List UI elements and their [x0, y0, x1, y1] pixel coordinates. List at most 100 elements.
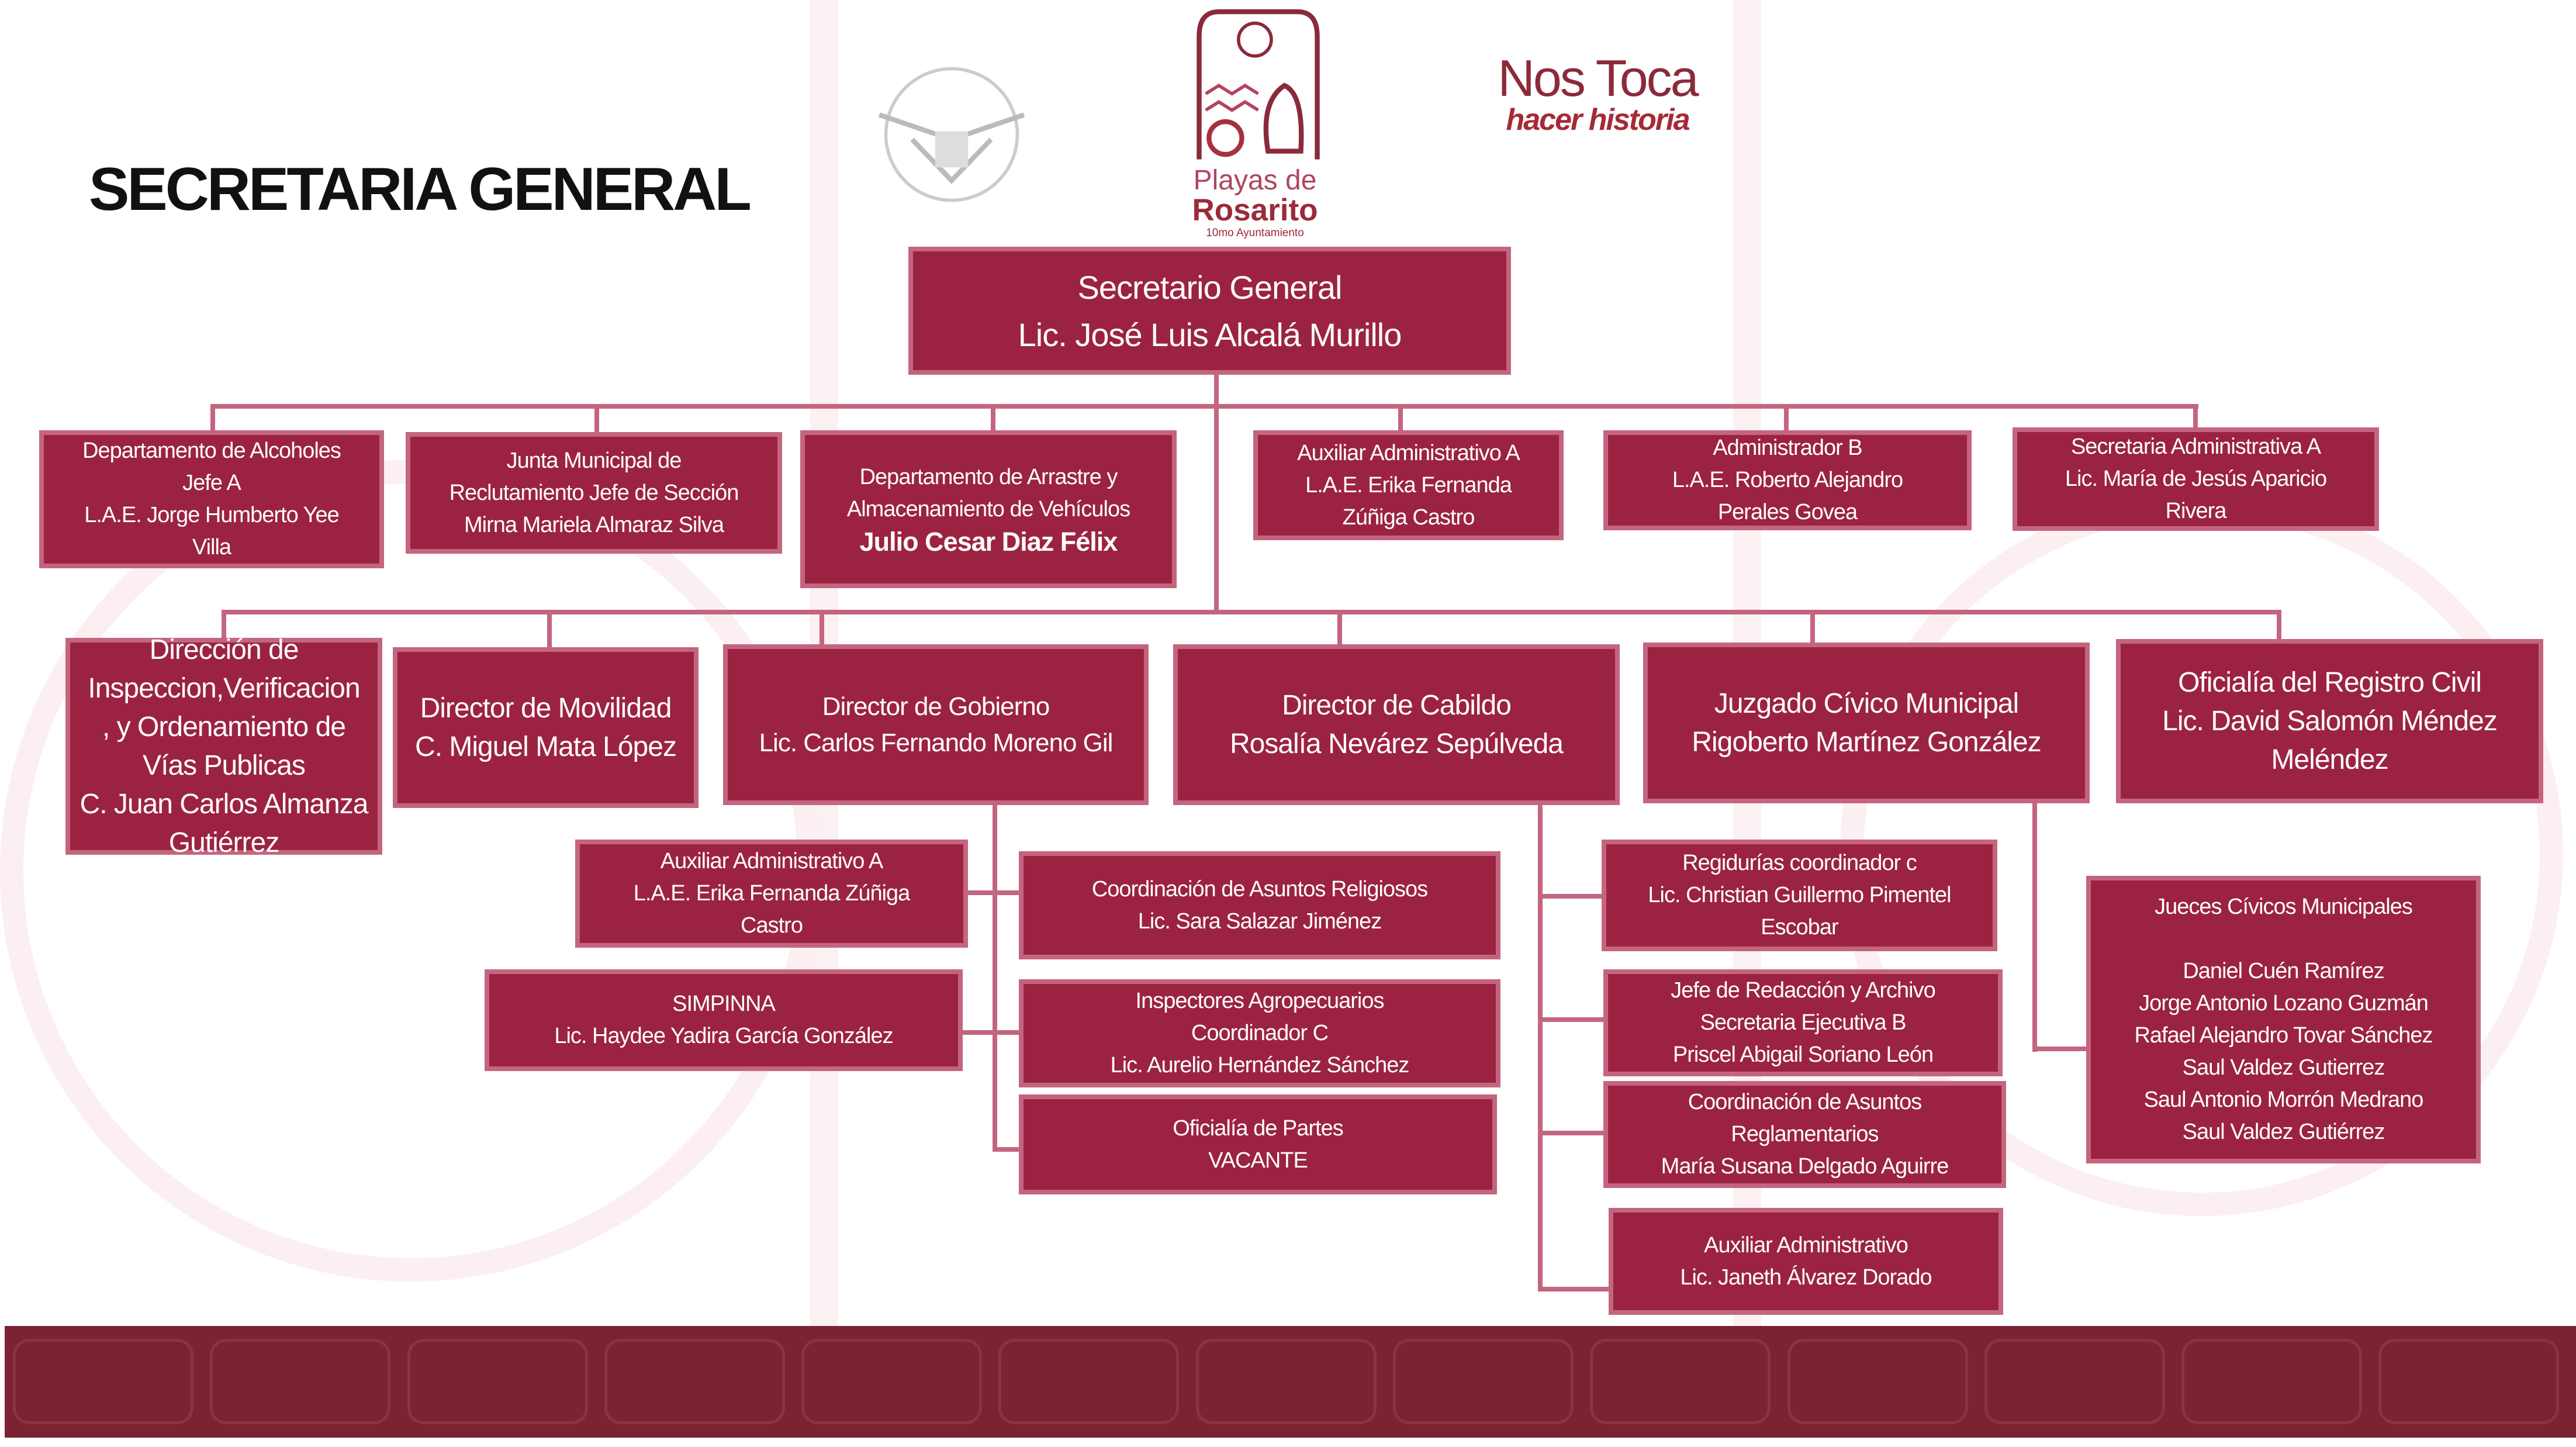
- connector-line: [1538, 1131, 1605, 1135]
- connector-line: [2032, 802, 2037, 1052]
- box-line: Juzgado Cívico Municipal: [1714, 688, 2019, 719]
- box-line: Lic. Aurelio Hernández Sánchez: [1110, 1053, 1410, 1078]
- band-pattern-tile: [1196, 1339, 1377, 1424]
- box-line: Secretario General: [1077, 268, 1342, 306]
- box-line: Castro: [741, 913, 803, 938]
- connector-line: [594, 404, 599, 432]
- box-line: Inspeccion,Verificacion: [88, 672, 360, 704]
- box-line: Rosalía Nevárez Sepúlveda: [1229, 728, 1564, 759]
- box-line: Perales Govea: [1717, 500, 1858, 524]
- box-line: Escobar: [1761, 915, 1838, 940]
- box-line: Rigoberto Martínez González: [1692, 726, 2041, 758]
- box-line: Director de Movilidad: [420, 692, 672, 724]
- box-line: Lic. Carlos Fernando Moreno Gil: [759, 728, 1114, 757]
- box-line: Coordinación de Asuntos: [1688, 1090, 1923, 1114]
- connector-line: [222, 610, 226, 640]
- band-pattern-tile: [1787, 1339, 1968, 1424]
- org-box-director-movilidad: Director de Movilidad C. Miguel Mata Lópe…: [393, 647, 699, 808]
- band-pattern-tile: [2378, 1339, 2559, 1424]
- box-line: Secretaria Administrativa A: [2070, 434, 2321, 459]
- box-line: C. Juan Carlos Almanza: [79, 788, 369, 820]
- box-line: Lic. Haydee Yadira García González: [554, 1024, 893, 1048]
- footer-band: [5, 1326, 2576, 1438]
- box-line: Secretaria Ejecutiva B: [1700, 1010, 1907, 1035]
- box-line: Jefe de Redacción y Archivo: [1671, 978, 1935, 1003]
- box-line: Villa: [192, 535, 231, 560]
- connector-line: [967, 890, 1020, 895]
- box-line: Director de Gobierno: [822, 692, 1050, 721]
- box-line: Rafael Alejandro Tovar Sánchez: [2134, 1023, 2433, 1048]
- box-line: Priscel Abigail Soriano León: [1672, 1042, 1934, 1067]
- band-pattern-tile: [407, 1339, 588, 1424]
- slogan-hacer-historia: hacer historia: [1506, 103, 1690, 137]
- box-line: Lic. Sara Salazar Jiménez: [1137, 909, 1382, 934]
- box-line: Lic. Christian Guillermo Pimentel: [1648, 883, 1951, 907]
- logo-text-ayuntamiento: 10mo Ayuntamiento: [1206, 227, 1304, 239]
- org-box-secretaria-administrativa: Secretaria Administrativa A Lic. María de…: [2013, 427, 2379, 531]
- connector-line: [210, 404, 215, 432]
- connector-line: [993, 802, 997, 1151]
- box-line: Auxiliar Administrativo A: [1297, 440, 1520, 465]
- logo-text-playas: Playas de: [1193, 165, 1317, 196]
- slogan-nos-toca: Nos Toca: [1498, 49, 1699, 107]
- box-line: L.A.E. Erika Fernanda: [1305, 472, 1512, 498]
- connector-line: [222, 610, 2281, 614]
- band-pattern-tile: [1984, 1339, 2165, 1424]
- box-line: Inspectores Agropecuarios: [1135, 989, 1385, 1013]
- connector-line: [1538, 1287, 1610, 1291]
- box-line: Oficialía de Partes: [1173, 1116, 1343, 1141]
- connector-line: [1214, 375, 1219, 614]
- connector-line: [2193, 404, 2198, 429]
- connector-line: [1538, 894, 1603, 899]
- box-line: Director de Cabildo: [1282, 689, 1512, 721]
- band-pattern-tile: [1590, 1339, 1771, 1424]
- box-line: Meléndez: [2271, 744, 2388, 775]
- connector-line: [1538, 802, 1543, 1290]
- band-pattern-tile: [998, 1339, 1179, 1424]
- band-pattern-tile: [1393, 1339, 1574, 1424]
- connector-line: [2032, 1047, 2089, 1051]
- connector-line: [963, 1030, 1020, 1035]
- band-pattern-tile: [210, 1339, 390, 1424]
- connector-line: [2277, 610, 2281, 641]
- box-line: Coordinación de Asuntos Religiosos: [1091, 876, 1428, 902]
- band-pattern-tile: [2181, 1339, 2362, 1424]
- box-line: Departamento de Arrastre y: [859, 464, 1118, 489]
- box-line: Jorge Antonio Lozano Guzmán: [2139, 991, 2429, 1016]
- box-line: , y Ordenamiento de: [102, 711, 346, 743]
- connector-line: [991, 404, 995, 432]
- box-line: Vías Publicas: [143, 750, 306, 781]
- box-line: Daniel Cuén Ramírez: [2183, 959, 2384, 983]
- box-line: Saul Valdez Gutiérrez: [2182, 1120, 2385, 1144]
- box-line: Saul Valdez Gutierrez: [2182, 1055, 2385, 1080]
- box-line: Reglamentarios: [1731, 1122, 1879, 1146]
- box-line: Mirna Mariela Almaraz Silva: [464, 512, 724, 537]
- box-line: C. Miguel Mata López: [415, 731, 677, 762]
- connector-line: [1538, 1017, 1605, 1022]
- box-line: Oficialía del Registro Civil: [2178, 666, 2482, 698]
- box-line: L.A.E. Erika Fernanda Zúñiga: [633, 881, 911, 906]
- municipal-seal-logo: [878, 67, 1025, 202]
- connector-line: [1337, 610, 1342, 646]
- box-line: Lic. María de Jesús Aparicio: [2065, 467, 2327, 491]
- box-line: Rivera: [2165, 499, 2227, 523]
- playas-de-rosarito-logo: [1197, 9, 1320, 160]
- box-line: Jueces Cívicos Municipales: [2155, 895, 2413, 919]
- box-line: Jefe A: [182, 471, 241, 495]
